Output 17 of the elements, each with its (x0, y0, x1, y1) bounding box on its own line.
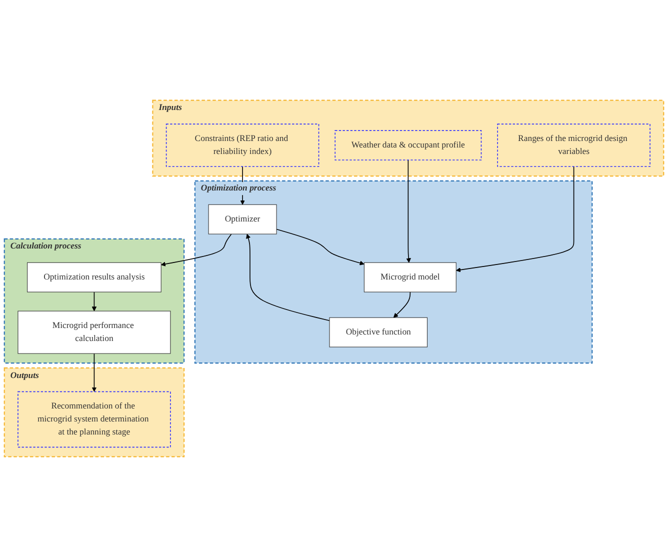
arrow (406, 160, 411, 264)
arrow (92, 292, 97, 312)
node-box: Weather data & occupant profile (334, 130, 482, 161)
arrow (276, 229, 364, 266)
node-box: Microgrid model (364, 262, 456, 293)
arrow (160, 234, 232, 267)
node-box: Recommendation of the microgrid system determination at the planning stage (18, 392, 171, 448)
node-box: Microgrid performance calculation (18, 311, 171, 354)
arrow (92, 354, 97, 392)
node-box: Optimizer (208, 204, 277, 235)
arrow (246, 234, 330, 322)
node-box: Constraints (REP ratio and reliability index) (166, 124, 320, 168)
node-box: Ranges of the microgrid design variables (497, 124, 650, 168)
arrow (456, 166, 574, 273)
node-box: Optimization results analysis (27, 262, 162, 293)
arrow (393, 292, 411, 318)
node-box: Objective function (329, 318, 428, 348)
